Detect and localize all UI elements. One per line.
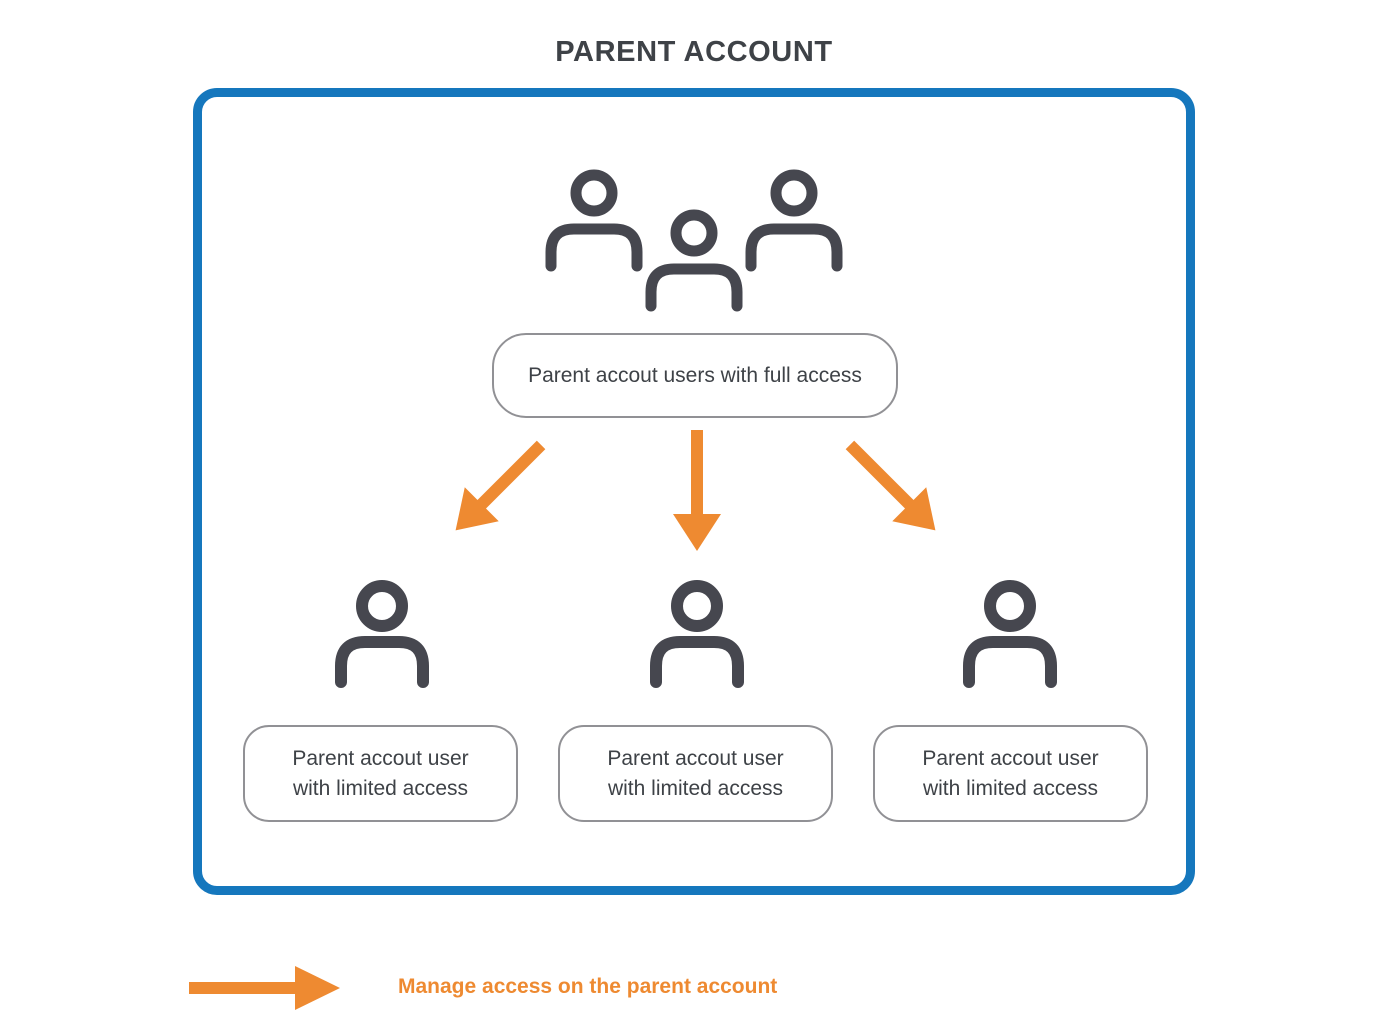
user-icon — [960, 578, 1060, 690]
limited-access-box: Parent accout user with limited access — [243, 725, 518, 822]
page-title: PARENT ACCOUNT — [555, 36, 833, 68]
parent-account-box: Parent accout users with full access — [193, 88, 1195, 895]
legend-label: Manage access on the parent account — [398, 975, 778, 998]
limited-access-line: with limited access — [607, 776, 784, 800]
manage-access-arrow-down-icon — [667, 430, 727, 552]
users-group-icon — [544, 166, 844, 314]
full-access-label: Parent accout users with full access — [528, 363, 862, 387]
limited-access-box: Parent accout user with limited access — [873, 725, 1148, 822]
manage-access-arrow-left-icon — [434, 424, 563, 553]
limited-access-line: Parent accout user — [922, 746, 1099, 770]
manage-access-arrow-right-icon — [829, 424, 958, 553]
full-access-label-box: Parent accout users with full access — [492, 333, 898, 418]
user-icon — [332, 578, 432, 690]
limited-access-line: Parent accout user — [292, 746, 469, 770]
user-icon — [647, 578, 747, 690]
legend-arrow-icon — [189, 964, 341, 1012]
limited-access-line: Parent accout user — [607, 746, 784, 770]
limited-access-line: with limited access — [292, 776, 469, 800]
limited-access-line: with limited access — [922, 776, 1099, 800]
limited-access-box: Parent accout user with limited access — [558, 725, 833, 822]
